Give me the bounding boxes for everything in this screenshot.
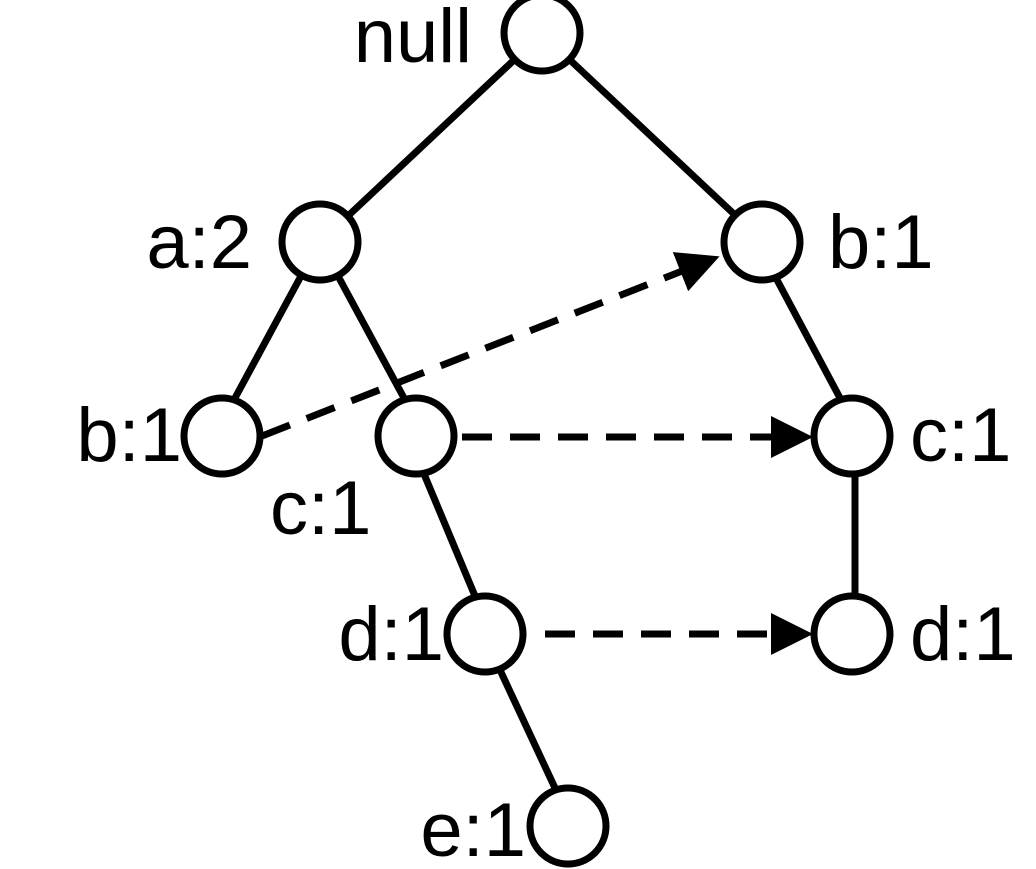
label-d-mid: d:1 xyxy=(338,592,444,677)
node-c-mid xyxy=(374,394,458,478)
label-root: null xyxy=(354,0,472,79)
node-d-right xyxy=(810,592,894,676)
node-d-mid xyxy=(443,592,527,676)
label-d-right: d:1 xyxy=(910,592,1016,677)
label-b-left: b:1 xyxy=(76,393,182,478)
label-a: a:2 xyxy=(146,200,252,285)
label-e: e:1 xyxy=(420,788,526,869)
node-a xyxy=(278,200,362,284)
node-e xyxy=(526,784,610,868)
edge-a-c xyxy=(334,274,408,400)
edge-b-c-right xyxy=(772,276,844,400)
node-b-right xyxy=(720,200,804,284)
label-b-right: b:1 xyxy=(828,200,934,285)
link-arrow-b xyxy=(260,252,720,440)
node-root xyxy=(500,0,584,75)
edge-root-a xyxy=(346,57,517,218)
edge-root-b xyxy=(567,57,738,218)
label-c-mid: c:1 xyxy=(270,466,371,551)
node-b-left xyxy=(180,394,264,478)
edge-a-b xyxy=(231,274,305,400)
label-c-right: c:1 xyxy=(910,393,1011,478)
node-c-right xyxy=(810,394,894,478)
edge-c-d xyxy=(420,472,479,598)
edge-d-e xyxy=(496,668,559,790)
